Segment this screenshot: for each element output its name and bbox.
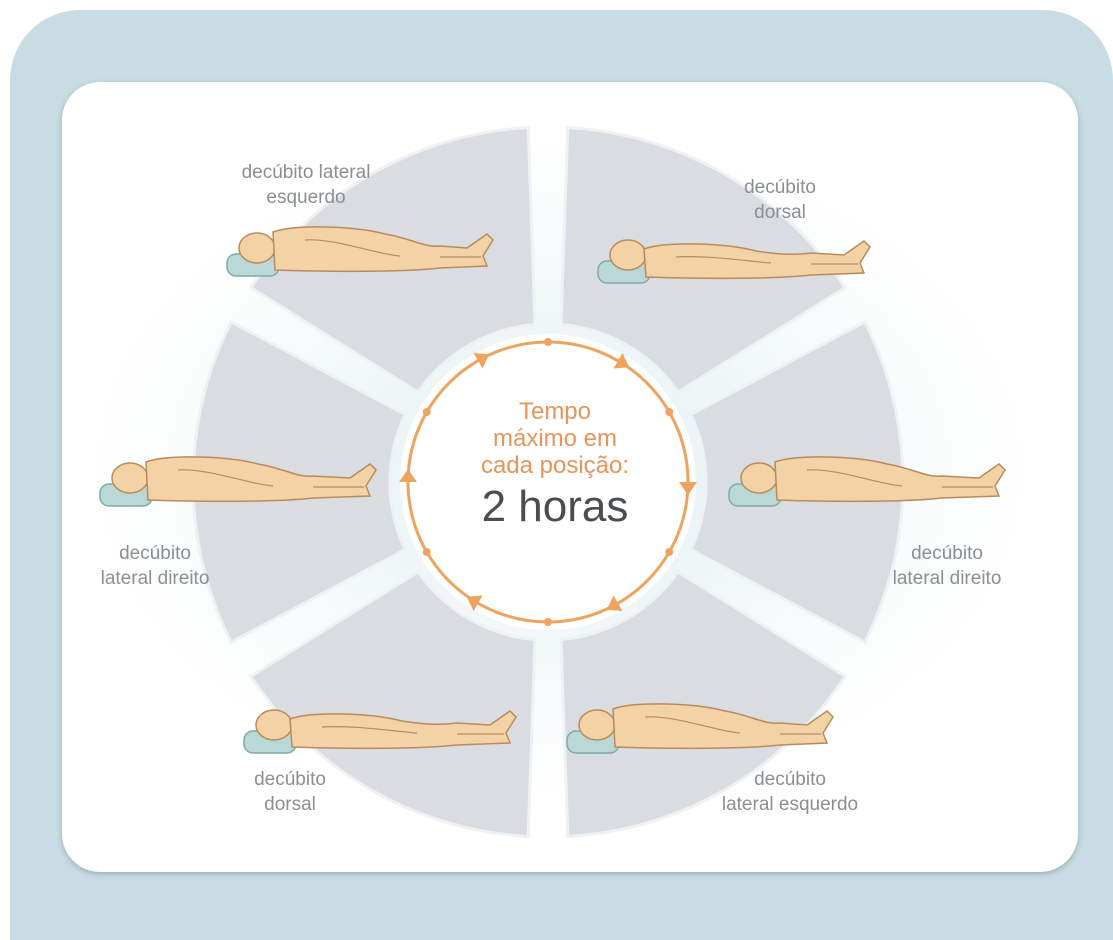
position-label-bottom-right-line2: lateral esquerdo bbox=[690, 792, 890, 817]
position-label-bottom-left: decúbito dorsal bbox=[220, 767, 360, 817]
center-line-2: máximo em bbox=[430, 425, 680, 452]
ring-dot-1 bbox=[544, 338, 552, 346]
ring-dot-5 bbox=[423, 548, 431, 556]
position-label-mid-right: decúbito lateral direito bbox=[862, 541, 1032, 591]
duration-label: 2 horas bbox=[430, 481, 680, 533]
center-line-3: cada posição: bbox=[430, 452, 680, 479]
ring-dot-4 bbox=[544, 618, 552, 626]
position-label-bottom-right: decúbito lateral esquerdo bbox=[690, 767, 890, 817]
position-label-top-right: decúbito dorsal bbox=[700, 175, 860, 225]
position-label-mid-right-line1: decúbito bbox=[862, 541, 1032, 566]
center-line-1: Tempo bbox=[430, 398, 680, 425]
position-label-top-right-line1: decúbito bbox=[700, 175, 860, 200]
head-icon bbox=[239, 233, 275, 263]
position-label-mid-left-line2: lateral direito bbox=[70, 566, 240, 591]
position-label-mid-right-line2: lateral direito bbox=[862, 566, 1032, 591]
position-label-top-left-line1: decúbito lateral bbox=[196, 160, 416, 185]
position-label-bottom-right-line1: decúbito bbox=[690, 767, 890, 792]
position-label-mid-left: decúbito lateral direito bbox=[70, 541, 240, 591]
position-label-top-right-line2: dorsal bbox=[700, 200, 860, 225]
position-label-top-left-line2: esquerdo bbox=[196, 185, 416, 210]
head-icon bbox=[112, 463, 148, 493]
position-label-bottom-left-line2: dorsal bbox=[220, 792, 360, 817]
position-label-mid-left-line1: decúbito bbox=[70, 541, 240, 566]
ring-dot-3 bbox=[665, 548, 673, 556]
position-label-top-left: decúbito lateral esquerdo bbox=[196, 160, 416, 210]
head-icon bbox=[610, 240, 646, 270]
head-icon bbox=[256, 710, 292, 740]
head-icon bbox=[741, 463, 777, 493]
head-icon bbox=[579, 710, 615, 740]
center-text: Tempo máximo em cada posição: 2 horas bbox=[430, 398, 680, 533]
position-label-bottom-left-line1: decúbito bbox=[220, 767, 360, 792]
